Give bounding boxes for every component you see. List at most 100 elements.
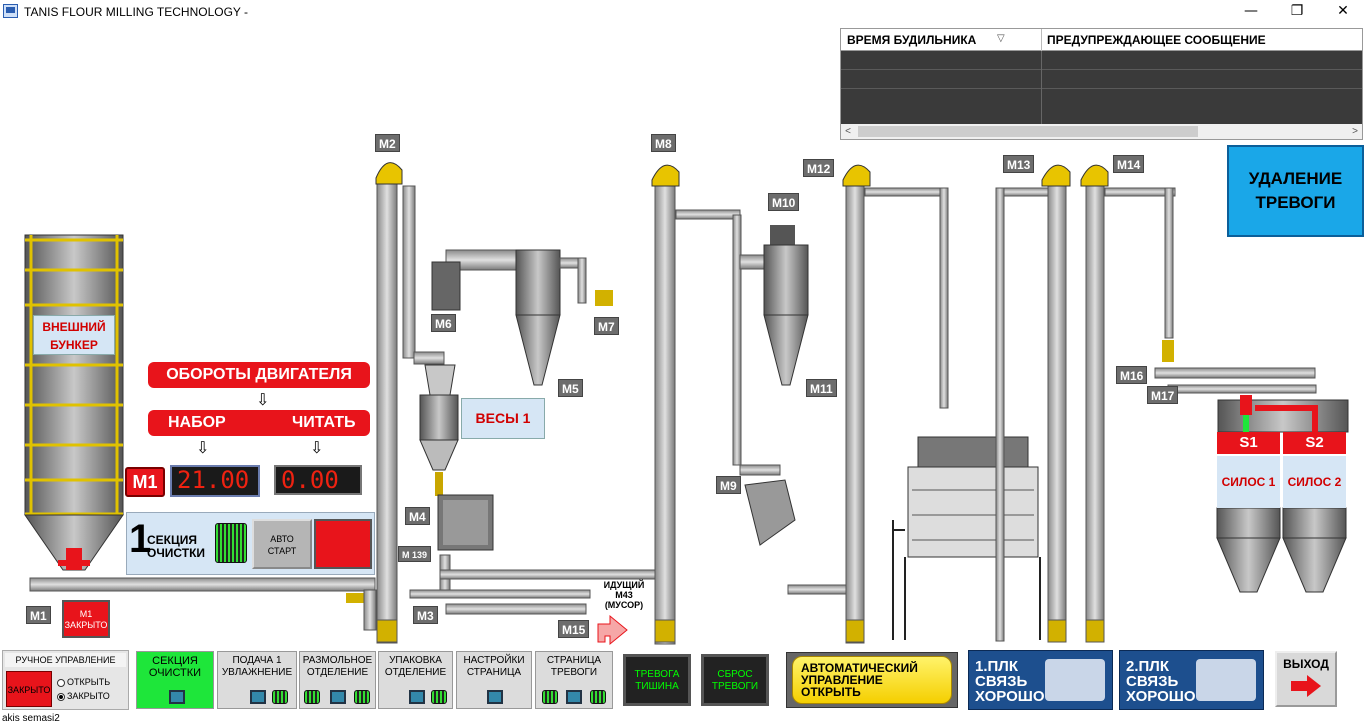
title-bar: TANIS FLOUR MILLING TECHNOLOGY - — ❐ ✕ xyxy=(0,0,1370,24)
section-line2: ОЧИСТКИ xyxy=(147,546,206,560)
drum-icon xyxy=(215,523,247,563)
nav-milling-section[interactable]: РАЗМОЛЬНОЕ ОТДЕЛЕНИЕ xyxy=(299,651,376,709)
read-label: ЧИТАТЬ xyxy=(292,414,356,431)
exit-button[interactable]: ВЫХОД xyxy=(1275,651,1337,707)
scroll-left-icon[interactable]: < xyxy=(845,126,851,137)
motor-label-m4[interactable]: M4 xyxy=(405,507,430,525)
alarm-row[interactable] xyxy=(841,70,1362,89)
app-icon xyxy=(3,4,18,18)
motor-label-m9[interactable]: M9 xyxy=(716,476,741,494)
silo-tag-s1[interactable]: S1 xyxy=(1217,432,1280,454)
motor-label-m5[interactable]: M5 xyxy=(558,379,583,397)
motor-label-m6[interactable]: M6 xyxy=(431,314,456,332)
silence-line1: ТРЕВОГА xyxy=(634,669,680,680)
set-speed-input[interactable]: 21.00 xyxy=(170,465,260,497)
minimize-button[interactable]: — xyxy=(1244,3,1258,19)
manual-state-button[interactable]: ЗАКРЫТО xyxy=(6,671,52,707)
plc2-status[interactable]: 2.ПЛК СВЯЗЬ ХОРОШО xyxy=(1119,650,1264,710)
monitor-icon xyxy=(487,690,503,704)
bunker-line1: ВНЕШНИЙ xyxy=(42,320,106,334)
column-alarm-time[interactable]: ВРЕМЯ БУДИЛЬНИКА xyxy=(847,33,977,47)
motor-label-m3[interactable]: M3 xyxy=(413,606,438,624)
monitor-icon xyxy=(250,690,266,704)
section-number: 1 xyxy=(129,517,152,561)
horizontal-scrollbar[interactable]: < > xyxy=(841,124,1362,139)
motor-label-m1[interactable]: M1 xyxy=(26,606,51,624)
nav-label: ОТДЕЛЕНИЕ xyxy=(306,667,369,678)
sort-icon[interactable]: ▽ xyxy=(997,33,1005,44)
close-button[interactable]: ✕ xyxy=(1337,3,1349,19)
cleaning-section-panel: 1 СЕКЦИЯ ОЧИСТКИ АВТО СТАРТ xyxy=(126,512,375,575)
alarm-reset-button[interactable]: СБРОС ТРЕВОГИ xyxy=(701,654,769,706)
m1-valve-button[interactable]: M1 ЗАКРЫТО xyxy=(62,600,110,638)
m1-valve-line2: ЗАКРЫТО xyxy=(64,620,108,630)
auto-line1: АВТО xyxy=(270,534,294,544)
drum-icon xyxy=(272,690,288,704)
motor-m1-indicator[interactable]: M1 xyxy=(125,467,165,497)
motor-label-m16[interactable]: M16 xyxy=(1116,366,1148,384)
nav-feed-humidification[interactable]: ПОДАЧА 1 УВЛАЖНЕНИЕ xyxy=(217,651,297,709)
scroll-thumb[interactable] xyxy=(858,126,1198,137)
nav-label: СТРАНИЦА xyxy=(466,667,522,678)
alarm-row[interactable] xyxy=(841,51,1362,70)
stop-button[interactable] xyxy=(314,519,372,569)
exit-label: ВЫХОД xyxy=(1283,657,1329,671)
idle-m43-label: ИДУЩИЙ M43 (МУСОР) xyxy=(598,580,650,610)
arrow-down-icon: ⇩ xyxy=(256,392,270,409)
plc1-status[interactable]: 1.ПЛК СВЯЗЬ ХОРОШО xyxy=(968,650,1113,710)
nav-label: СТРАНИЦА xyxy=(546,655,602,666)
silence-line2: ТИШИНА xyxy=(635,681,679,692)
alarm-table[interactable]: ВРЕМЯ БУДИЛЬНИКА ▽ ПРЕДУПРЕЖДАЮЩЕЕ СООБЩ… xyxy=(840,28,1363,140)
nav-label: ПОДАЧА 1 xyxy=(232,655,282,666)
maximize-button[interactable]: ❐ xyxy=(1290,3,1304,19)
motor-label-m11[interactable]: M11 xyxy=(806,379,837,397)
motor-speed-title: ОБОРОТЫ ДВИГАТЕЛЯ xyxy=(148,362,370,388)
motor-label-m17[interactable]: M17 xyxy=(1147,386,1179,404)
exit-arrow-icon xyxy=(1291,675,1321,697)
motor-label-m14[interactable]: M14 xyxy=(1113,155,1145,173)
motor-label-m15[interactable]: M15 xyxy=(558,620,590,638)
motor-label-m13[interactable]: M13 xyxy=(1003,155,1035,173)
motor-label-m139[interactable]: M 139 xyxy=(398,546,432,562)
auto-start-button[interactable]: АВТО СТАРТ xyxy=(252,519,312,569)
motor-label-m12[interactable]: M12 xyxy=(803,159,835,177)
plc2-line2: СВЯЗЬ xyxy=(1126,673,1179,690)
alarm-silence-button[interactable]: ТРЕВОГА ТИШИНА xyxy=(623,654,691,706)
auto-control-button[interactable]: АВТОМАТИЧЕСКИЙ УПРАВЛЕНИЕ ОТКРЫТЬ xyxy=(786,652,958,708)
radio-open[interactable]: ОТКРЫТЬ xyxy=(57,676,110,688)
read-speed-display: 0.00 xyxy=(274,465,362,495)
scale-label[interactable]: ВЕСЫ 1 xyxy=(461,398,545,439)
auto-mode-line2: УПРАВЛЕНИЕ xyxy=(801,673,883,687)
network-icon xyxy=(1196,659,1256,701)
plc1-line3: ХОРОШО xyxy=(975,688,1045,705)
auto-mode-line3: ОТКРЫТЬ xyxy=(801,685,861,699)
nav-label: ОТДЕЛЕНИЕ xyxy=(384,667,447,678)
drum-icon xyxy=(590,690,606,704)
nav-label: РАЗМОЛЬНОЕ xyxy=(302,655,373,666)
manual-control-panel: РУЧНОЕ УПРАВЛЕНИЕ ЗАКРЫТО ОТКРЫТЬ ЗАКРЫТ… xyxy=(2,650,129,710)
radio-closed[interactable]: ЗАКРЫТО xyxy=(57,690,110,702)
nav-packaging-section[interactable]: УПАКОВКА ОТДЕЛЕНИЕ xyxy=(378,651,453,709)
silo-tag-s2[interactable]: S2 xyxy=(1283,432,1346,454)
nav-alarm-page[interactable]: СТРАНИЦА ТРЕВОГИ xyxy=(535,651,613,709)
alarm-clear-button[interactable]: УДАЛЕНИЕ ТРЕВОГИ xyxy=(1227,145,1364,237)
silo-name-1: СИЛОС 1 xyxy=(1217,456,1280,508)
drum-icon xyxy=(354,690,370,704)
motor-label-m7[interactable]: M7 xyxy=(594,317,619,335)
motor-label-m2[interactable]: M2 xyxy=(375,134,400,152)
alarm-table-header: ВРЕМЯ БУДИЛЬНИКА ▽ ПРЕДУПРЕЖДАЮЩЕЕ СООБЩ… xyxy=(841,29,1362,51)
motor-label-m8[interactable]: M8 xyxy=(651,134,676,152)
monitor-icon xyxy=(566,690,582,704)
m1-valve-line1: M1 xyxy=(79,609,93,619)
plc2-line1: 2.ПЛК xyxy=(1126,658,1169,675)
reset-line1: СБРОС xyxy=(717,669,753,680)
motor-label-m10[interactable]: M10 xyxy=(768,193,800,211)
nav-label: ОЧИСТКИ xyxy=(148,667,202,679)
scroll-right-icon[interactable]: > xyxy=(1352,126,1358,137)
nav-cleaning-section[interactable]: СЕКЦИЯ ОЧИСТКИ xyxy=(136,651,214,709)
nav-settings-page[interactable]: НАСТРОЙКИ СТРАНИЦА xyxy=(456,651,532,709)
plc2-line3: ХОРОШО xyxy=(1126,688,1196,705)
column-alarm-message[interactable]: ПРЕДУПРЕЖДАЮЩЕЕ СООБЩЕНИЕ xyxy=(1047,33,1266,47)
alarm-row[interactable] xyxy=(841,89,1362,108)
